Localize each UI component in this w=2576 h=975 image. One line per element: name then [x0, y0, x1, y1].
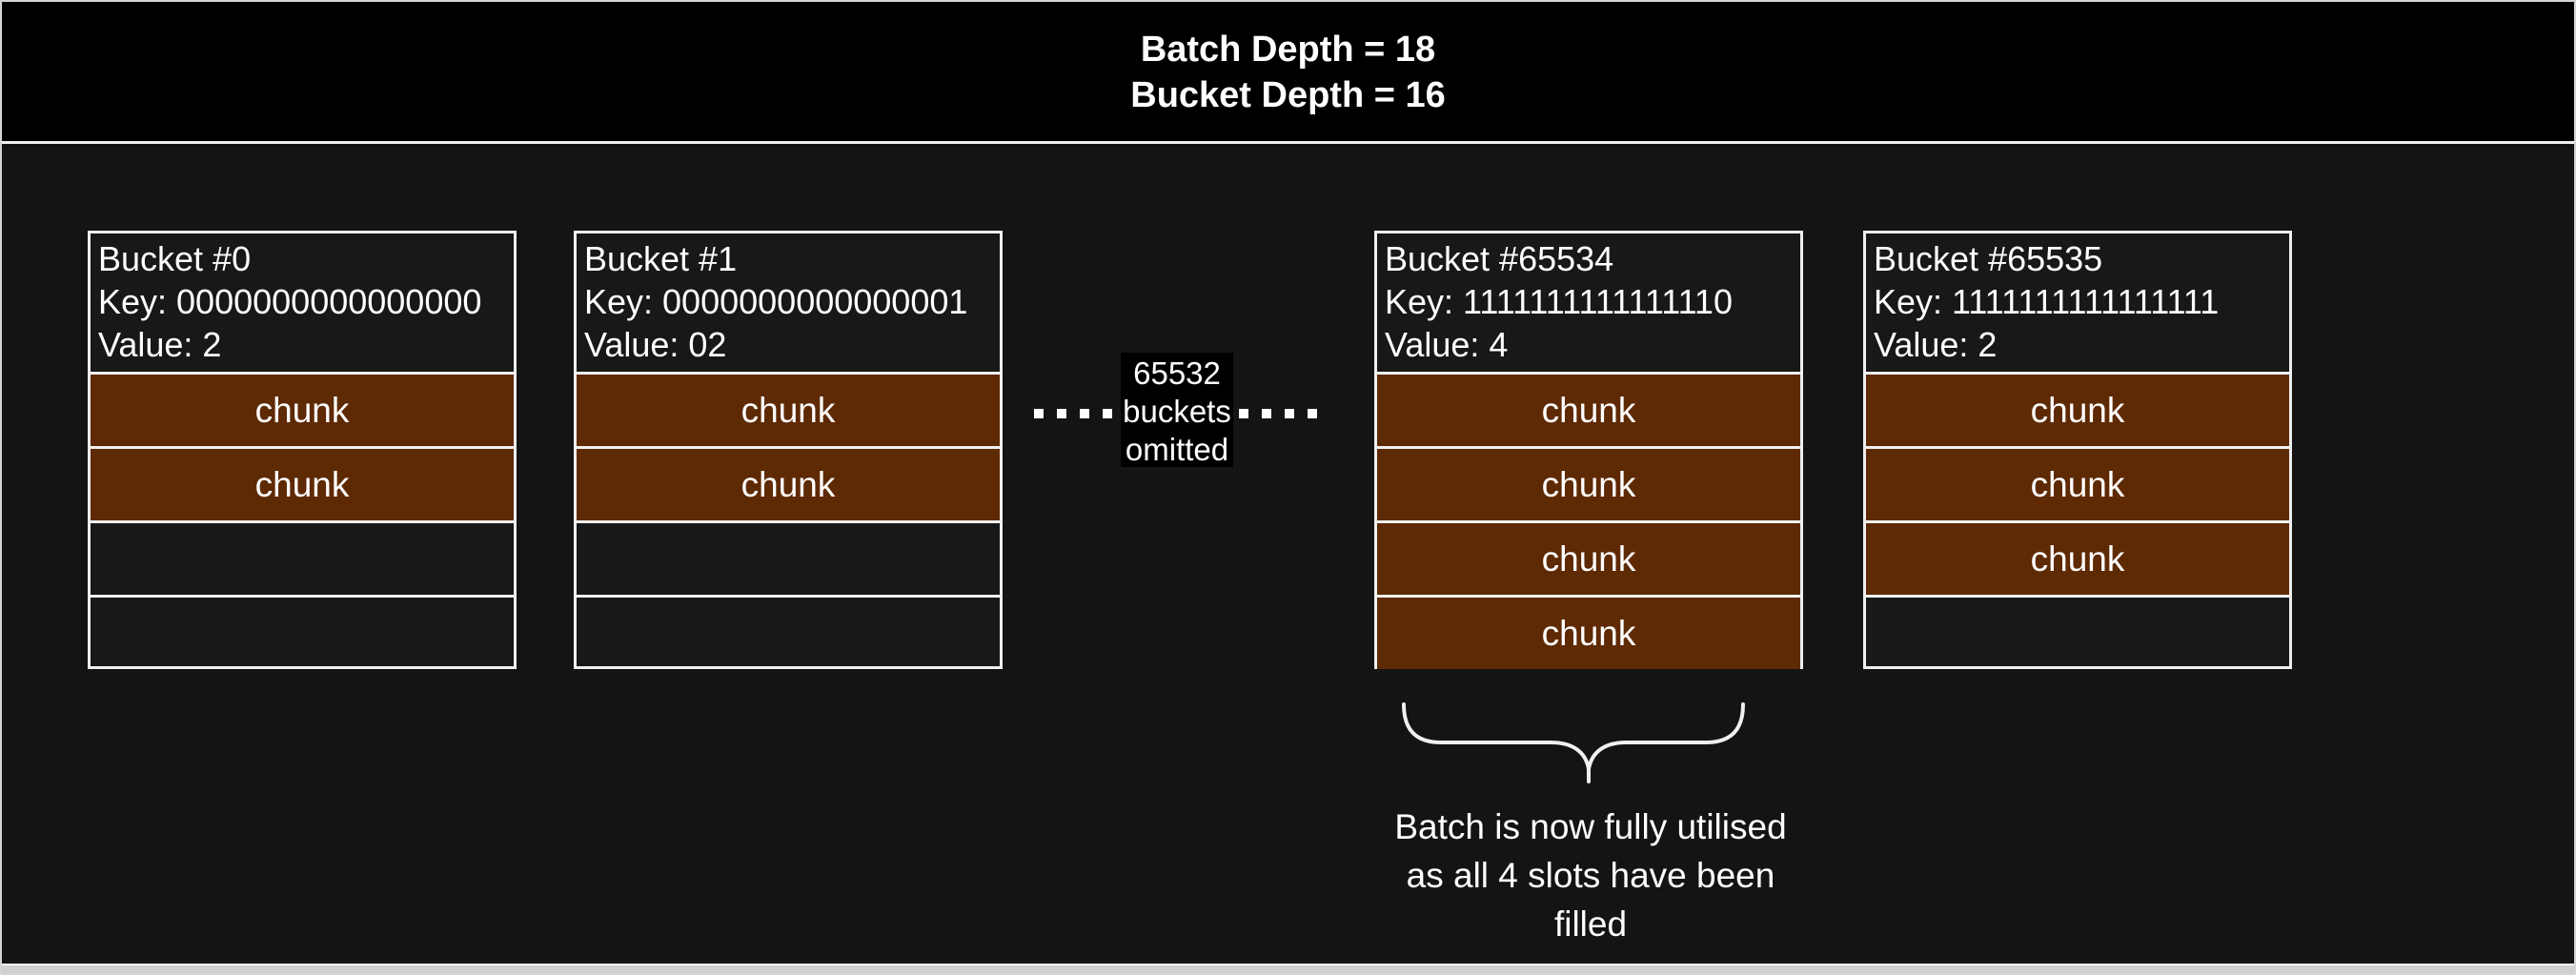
bucket-65534-slot-3: chunk [1377, 520, 1800, 595]
bucket-65534-title: Bucket #65534 [1385, 239, 1614, 278]
bucket-1-header: Bucket #1 Key: 0000000000000001 Value: 0… [577, 234, 1000, 372]
bucket-65534-key: Key: 1111111111111110 [1385, 282, 1733, 321]
bucket-65534-value: Value: 4 [1385, 325, 1509, 364]
bucket-65535-header: Bucket #65535 Key: 1111111111111111 Valu… [1866, 234, 2289, 372]
bucket-0-key: Key: 0000000000000000 [98, 282, 482, 321]
omission-dots-left [1034, 409, 1114, 418]
bucket-1-value: Value: 02 [584, 325, 727, 364]
batch-depth-label: Batch Depth = 18 [1140, 30, 1436, 70]
bucket-65535-slot-1: chunk [1866, 372, 2289, 446]
title-band: Batch Depth = 18 Bucket Depth = 16 [2, 2, 2574, 144]
underbrace [1402, 702, 1745, 783]
omission-label: 65532 buckets omitted [1121, 353, 1233, 467]
bucket-0-slot-1: chunk [91, 372, 514, 446]
bucket-0-slot-3 [91, 520, 514, 595]
bucket-1-slot-3 [577, 520, 1000, 595]
bucket-0: Bucket #0 Key: 0000000000000000 Value: 2… [88, 231, 517, 669]
bucket-0-slot-2: chunk [91, 446, 514, 520]
bottom-edge-divider [2, 964, 2574, 973]
bucket-1-slot-4 [577, 595, 1000, 669]
batch-annotation-line-1: Batch is now fully utilised [1394, 807, 1787, 846]
bucket-65535-title: Bucket #65535 [1874, 239, 2103, 278]
bucket-65534-header: Bucket #65534 Key: 1111111111111110 Valu… [1377, 234, 1800, 372]
bucket-65535-slot-3: chunk [1866, 520, 2289, 595]
batch-annotation-line-2: as all 4 slots have been [1406, 856, 1775, 895]
bucket-1-title: Bucket #1 [584, 239, 738, 278]
omission-word-buckets: buckets [1123, 394, 1231, 429]
bucket-65534-slot-2: chunk [1377, 446, 1800, 520]
batch-annotation: Batch is now fully utilised as all 4 slo… [1341, 802, 1840, 948]
bucket-depth-label: Bucket Depth = 16 [1130, 75, 1446, 115]
bucket-65534: Bucket #65534 Key: 1111111111111110 Valu… [1374, 231, 1803, 669]
omission-word-omitted: omitted [1125, 432, 1229, 467]
bucket-0-value: Value: 2 [98, 325, 222, 364]
bucket-65535: Bucket #65535 Key: 1111111111111111 Valu… [1863, 231, 2292, 669]
bucket-0-slot-4 [91, 595, 514, 669]
batch-annotation-line-3: filled [1553, 904, 1628, 944]
bucket-65534-slot-4: chunk [1377, 595, 1800, 669]
bucket-65535-key: Key: 1111111111111111 [1874, 282, 2220, 321]
bucket-65534-slot-1: chunk [1377, 372, 1800, 446]
bucket-0-header: Bucket #0 Key: 0000000000000000 Value: 2 [91, 234, 514, 372]
title-band-text: Batch Depth = 18 Bucket Depth = 16 [2, 2, 2574, 118]
bucket-0-title: Bucket #0 [98, 239, 252, 278]
bucket-65535-value: Value: 2 [1874, 325, 1998, 364]
bucket-1-key: Key: 0000000000000001 [584, 282, 968, 321]
bucket-65535-slot-4 [1866, 595, 2289, 669]
bucket-65535-slot-2: chunk [1866, 446, 2289, 520]
bucket-1: Bucket #1 Key: 0000000000000001 Value: 0… [574, 231, 1003, 669]
bucket-1-slot-1: chunk [577, 372, 1000, 446]
bucket-1-slot-2: chunk [577, 446, 1000, 520]
omission-dots-right [1239, 409, 1319, 418]
omission-count: 65532 [1133, 355, 1221, 391]
